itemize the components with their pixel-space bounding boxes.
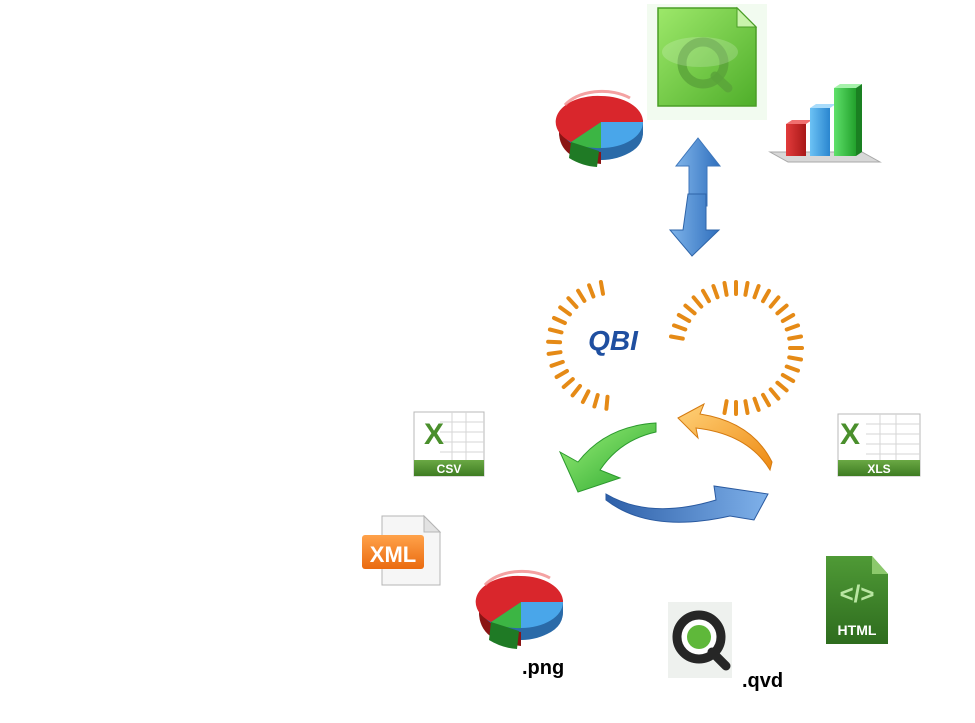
bidirectional-arrow-icon [668, 137, 722, 257]
qvd-label: .qvd [742, 670, 784, 692]
sun-ray-dash [711, 284, 720, 300]
svg-text:X: X [424, 418, 444, 451]
svg-text:X: X [840, 418, 860, 451]
sun-ray-dash [752, 284, 761, 300]
sun-ray-dash [587, 283, 596, 299]
sun-ray-dash [768, 295, 781, 309]
sun-ray-dash [672, 323, 688, 332]
html-file-icon: </> HTML [826, 556, 888, 644]
svg-text:</>: </> [840, 581, 875, 608]
sun-ray-dash [768, 387, 781, 401]
png-label: .png [522, 657, 565, 679]
sun-ray-dash [576, 288, 587, 303]
sun-ray-dash [780, 373, 796, 383]
pie-chart-icon [555, 89, 643, 167]
sun-ray-dash [787, 334, 803, 341]
sun-ray-dash [701, 288, 711, 304]
sun-ray-dash [676, 313, 692, 323]
bar-chart-icon [768, 84, 882, 163]
csv-label: CSV [437, 462, 462, 476]
sun-ray-dash [546, 339, 563, 345]
sun-ray-dash [761, 288, 771, 304]
xml-file-icon: XML [362, 514, 442, 586]
sun-ray-dash [784, 364, 800, 373]
qbi-logo: QBI [546, 280, 804, 416]
xml-label: XML [370, 542, 416, 567]
html-label: HTML [838, 622, 877, 638]
sun-ray-dash [775, 380, 789, 393]
xls-label: XLS [867, 462, 890, 476]
qbi-sun-rays [546, 280, 804, 416]
sun-ray-dash [669, 334, 685, 341]
sun-ray-dash [784, 323, 800, 332]
sun-ray-dash [554, 369, 569, 379]
sun-ray-dash [780, 313, 796, 323]
sun-ray-dash [761, 392, 771, 408]
sun-ray-dash [598, 280, 605, 296]
qbi-logo-text: QBI [588, 325, 639, 356]
sun-ray-dash [549, 359, 565, 368]
sun-ray-dash [558, 305, 572, 317]
sun-ray-dash [570, 384, 582, 398]
sun-ray-dash [604, 394, 610, 411]
sun-ray-dash [592, 393, 600, 409]
sun-ray-dash [775, 303, 789, 316]
sun-ray-dash [787, 355, 803, 362]
sun-ray-dash [580, 389, 591, 404]
sun-ray-dash [743, 399, 750, 415]
sun-ray-dash [547, 327, 564, 335]
sun-ray-dash [566, 296, 579, 309]
sun-ray-dash [561, 377, 575, 389]
cycle-arrows-icon [558, 402, 773, 523]
sun-ray-dash [752, 396, 761, 412]
png-pie-icon [475, 569, 563, 649]
sun-ray-dash [546, 350, 563, 356]
sun-ray-dash [722, 399, 729, 415]
sun-ray-dash [722, 281, 729, 297]
sun-ray-dash [743, 281, 750, 297]
qvd-qlik-icon [668, 602, 732, 678]
excel-csv-icon: X CSV [413, 411, 485, 477]
sun-ray-dash [683, 303, 697, 316]
sun-ray-dash [552, 316, 567, 325]
qlikview-document-icon [647, 4, 767, 120]
sun-ray-dash [691, 295, 704, 309]
excel-xls-icon: X XLS [837, 413, 921, 477]
